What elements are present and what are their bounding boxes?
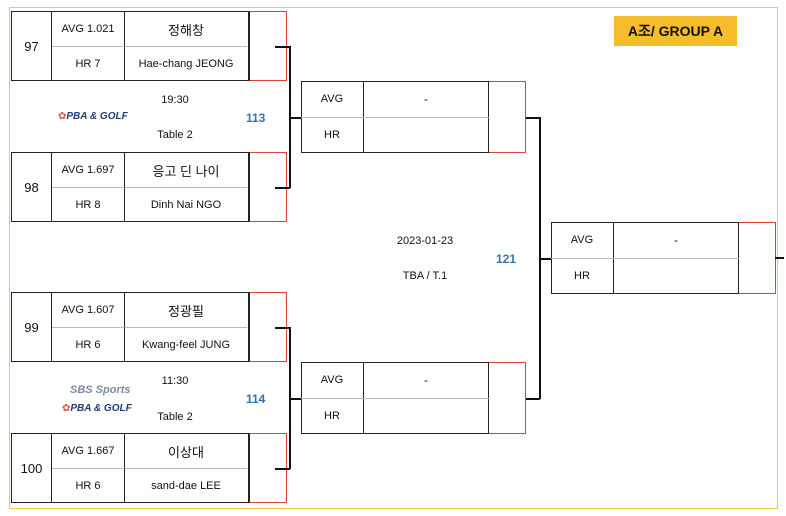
sbs-sports-logo: SBS Sports — [70, 384, 131, 396]
seed-number: 99 — [11, 292, 52, 362]
player-name-korean: 이상대 — [125, 434, 247, 469]
hr-value: HR 7 — [52, 47, 125, 81]
connector — [275, 327, 290, 329]
avg-label: AVG — [570, 234, 594, 246]
connector — [289, 117, 302, 119]
player-name-english: sand-dae LEE — [151, 480, 221, 492]
player-name-english: Hae-chang JEONG — [138, 58, 234, 70]
hr-value: HR 8 — [52, 188, 125, 222]
player-name-english: Dinh Nai NGO — [150, 199, 222, 211]
score-box — [739, 222, 776, 294]
avg-value: AVG 1.697 — [52, 153, 125, 188]
match-table: Table 2 — [157, 411, 193, 423]
seed-number: 97 — [11, 11, 52, 81]
divider — [301, 398, 489, 399]
final-venue: TBA / T.1 — [402, 270, 448, 282]
player-slot: - — [674, 233, 678, 247]
pba-golf-logo: ✿PBA & GOLF — [58, 111, 128, 122]
player-slot: - — [424, 92, 428, 106]
player-name-korean: 정해창 — [125, 12, 247, 47]
connector — [275, 187, 290, 189]
connector — [539, 258, 552, 260]
connector — [289, 398, 302, 400]
player-stats: AVG 1.607 HR 6 정광필 Kwang-feel JUNG — [52, 292, 249, 362]
seed-number: 98 — [11, 152, 52, 222]
match-time: 11:30 — [161, 375, 189, 387]
player-stats: AVG 1.697 HR 8 응고 딘 나이 Dinh Nai NGO — [52, 152, 249, 222]
hr-label: HR — [324, 410, 340, 422]
hr-label: HR — [574, 270, 590, 282]
match-time: 19:30 — [161, 94, 189, 106]
avg-value: AVG 1.021 — [52, 12, 125, 47]
score-box — [489, 362, 526, 434]
match-table: Table 2 — [157, 129, 193, 141]
avg-value: AVG 1.667 — [52, 434, 125, 469]
final-date: 2023-01-23 — [396, 235, 454, 247]
connector — [526, 398, 540, 400]
score-box — [489, 81, 526, 153]
group-badge: A조/ GROUP A — [614, 16, 737, 46]
avg-label: AVG — [320, 93, 344, 105]
match-number: 114 — [246, 392, 266, 406]
hr-label: HR — [324, 129, 340, 141]
player-name-korean: 정광필 — [125, 293, 247, 328]
player-name-english: Kwang-feel JUNG — [141, 339, 231, 351]
connector — [275, 46, 290, 48]
connector — [775, 257, 784, 259]
divider — [551, 258, 739, 259]
player-stats: AVG 1.667 HR 6 이상대 sand-dae LEE — [52, 433, 249, 503]
connector — [526, 117, 540, 119]
hr-value: HR 6 — [52, 469, 125, 503]
seed-number: 100 — [11, 433, 52, 503]
match-number: 121 — [496, 252, 517, 266]
connector — [275, 468, 290, 470]
divider — [301, 117, 489, 118]
player-stats: AVG 1.021 HR 7 정해창 Hae-chang JEONG — [52, 11, 249, 81]
avg-label: AVG — [320, 374, 344, 386]
player-slot: - — [424, 373, 428, 387]
avg-value: AVG 1.607 — [52, 293, 125, 328]
player-name-korean: 응고 딘 나이 — [125, 153, 247, 188]
match-number: 113 — [246, 111, 266, 125]
pba-golf-logo: ✿PBA & GOLF — [62, 403, 132, 414]
hr-value: HR 6 — [52, 328, 125, 362]
